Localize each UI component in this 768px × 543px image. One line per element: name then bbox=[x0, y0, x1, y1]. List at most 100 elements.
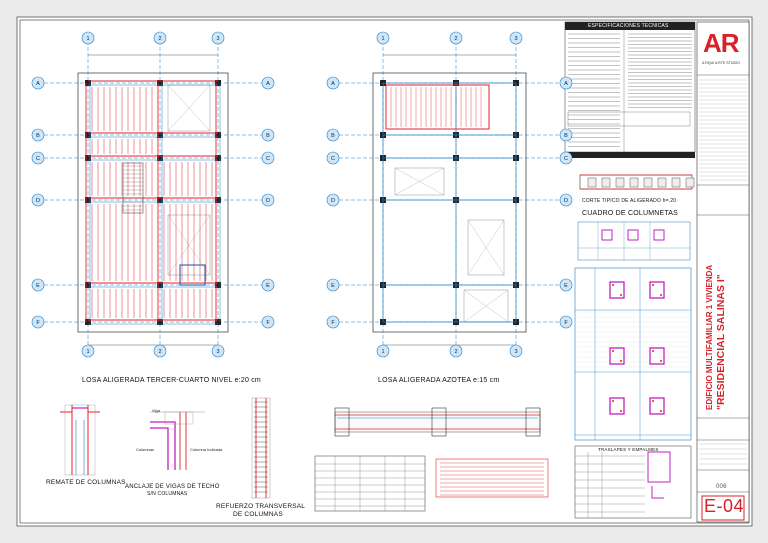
grid-bubble-row-C: C bbox=[31, 151, 45, 165]
svg-text:C: C bbox=[331, 156, 335, 162]
svg-text:A: A bbox=[266, 81, 270, 87]
grid-bubble-row-B: B bbox=[261, 128, 275, 142]
svg-text:E: E bbox=[36, 283, 40, 289]
table-columns bbox=[574, 267, 692, 441]
svg-text:B: B bbox=[331, 133, 335, 139]
label-columnas: Columnas bbox=[136, 447, 155, 452]
detail-remate-columnas bbox=[60, 404, 100, 476]
grid-bubble-row-B: B bbox=[326, 128, 340, 142]
plan-right-title: LOSA ALIGERADA AZOTEA e:15 cm bbox=[378, 377, 500, 384]
detail-refuerzo-transversal bbox=[251, 397, 271, 499]
grid-bubble-row-E: E bbox=[31, 278, 45, 292]
sheet-code: E-04 bbox=[704, 496, 745, 516]
grid-bubble-col-2: 2 bbox=[153, 344, 167, 358]
project-name-line1: EDIFICIO MULTIFAMILIAR 1 VIVIENDA bbox=[705, 264, 714, 410]
svg-text:2: 2 bbox=[158, 349, 161, 355]
grid-bubble-row-E: E bbox=[326, 278, 340, 292]
specs-header: ESPECIFICACIONES TECNICAS bbox=[588, 23, 669, 29]
grid-bubble-row-A: A bbox=[31, 76, 45, 90]
grid-bubble-row-A: A bbox=[326, 76, 340, 90]
table-traslapes bbox=[574, 445, 692, 519]
svg-text:D: D bbox=[331, 198, 335, 204]
svg-text:E: E bbox=[331, 283, 335, 289]
detail-refuerzo-title-1: REFUERZO TRANSVERSAL bbox=[216, 503, 306, 510]
grid-bubble-row-D: D bbox=[261, 193, 275, 207]
svg-text:E: E bbox=[564, 283, 568, 289]
grid-bubble-row-B: B bbox=[31, 128, 45, 142]
grid-bubble-row-A: A bbox=[559, 76, 573, 90]
grid-bubble-col-3: 3 bbox=[211, 344, 225, 358]
svg-text:1: 1 bbox=[381, 349, 384, 355]
title-block bbox=[696, 21, 750, 523]
plan-left-title: LOSA ALIGERADA TERCER-CUARTO NIVEL e:20 … bbox=[82, 377, 261, 384]
detail-anclaje-vigas bbox=[150, 411, 205, 470]
svg-text:A: A bbox=[331, 81, 335, 87]
traslapes-title: TRASLAPES Y EMPALMES bbox=[598, 447, 659, 452]
svg-text:1: 1 bbox=[86, 349, 89, 355]
plan-third-fourth-level bbox=[38, 35, 268, 350]
specs-panel bbox=[564, 21, 696, 158]
grid-bubble-row-F: F bbox=[31, 315, 45, 329]
grid-bubble-row-F: F bbox=[326, 315, 340, 329]
label-columna-indicada: Columna Indicada bbox=[190, 447, 223, 452]
svg-text:3: 3 bbox=[216, 36, 219, 42]
sheet-number: 006 bbox=[716, 484, 727, 490]
detail-viga-longitudinal bbox=[334, 407, 541, 437]
grid-bubble-row-E: E bbox=[261, 278, 275, 292]
detail-remate-title: REMATE DE COLUMNAS bbox=[46, 479, 126, 486]
svg-text:B: B bbox=[266, 133, 270, 139]
columnetas-title: CUADRO DE COLUMNETAS bbox=[582, 210, 679, 217]
svg-text:F: F bbox=[564, 320, 568, 326]
detail-anclaje-title-2: S/N COLUMNAS bbox=[147, 491, 188, 497]
svg-text:C: C bbox=[564, 156, 568, 162]
svg-text:D: D bbox=[266, 198, 270, 204]
grid-bubble-row-B: B bbox=[559, 128, 573, 142]
grid-bubble-col-3: 3 bbox=[509, 31, 523, 45]
svg-text:1: 1 bbox=[381, 36, 384, 42]
grid-bubble-row-D: D bbox=[326, 193, 340, 207]
svg-text:F: F bbox=[331, 320, 335, 326]
svg-text:C: C bbox=[36, 156, 40, 162]
notes-box bbox=[435, 458, 549, 498]
grid-bubble-row-C: C bbox=[326, 151, 340, 165]
svg-text:D: D bbox=[36, 198, 40, 204]
grid-bubble-col-2: 2 bbox=[153, 31, 167, 45]
plan-roof-level bbox=[333, 35, 566, 350]
grid-bubble-row-F: F bbox=[559, 315, 573, 329]
svg-text:2: 2 bbox=[454, 349, 457, 355]
table-ganchos bbox=[314, 455, 426, 512]
detail-corte-tipico bbox=[579, 174, 695, 190]
detail-refuerzo-title-2: DE COLUMNAS bbox=[233, 511, 283, 518]
svg-text:F: F bbox=[36, 320, 40, 326]
grid-bubble-col-3: 3 bbox=[509, 344, 523, 358]
svg-text:3: 3 bbox=[216, 349, 219, 355]
grid-bubble-row-D: D bbox=[31, 193, 45, 207]
detail-anclaje-title-1: ANCLAJE DE VIGAS DE TECHO bbox=[125, 484, 220, 490]
label-viga: Viga bbox=[152, 408, 160, 413]
svg-text:A: A bbox=[564, 81, 568, 87]
svg-text:E: E bbox=[266, 283, 270, 289]
svg-text:B: B bbox=[564, 133, 568, 139]
grid-bubble-col-1: 1 bbox=[81, 31, 95, 45]
table-columnetas bbox=[577, 221, 691, 261]
grid-bubble-col-2: 2 bbox=[449, 31, 463, 45]
svg-text:C: C bbox=[266, 156, 270, 162]
firm-name: A RQUI A RTE STUDIO bbox=[702, 61, 740, 65]
svg-text:2: 2 bbox=[158, 36, 161, 42]
grid-bubble-row-E: E bbox=[559, 278, 573, 292]
grid-bubble-row-A: A bbox=[261, 76, 275, 90]
svg-text:F: F bbox=[266, 320, 270, 326]
grid-bubble-row-D: D bbox=[559, 193, 573, 207]
project-name-line2: "RESIDENCIAL SALINAS I" bbox=[715, 274, 727, 410]
svg-text:1: 1 bbox=[86, 36, 89, 42]
svg-text:D: D bbox=[564, 198, 568, 204]
grid-bubble-col-1: 1 bbox=[376, 344, 390, 358]
grid-bubble-col-2: 2 bbox=[449, 344, 463, 358]
grid-bubble-row-F: F bbox=[261, 315, 275, 329]
svg-text:B: B bbox=[36, 133, 40, 139]
svg-text:A: A bbox=[36, 81, 40, 87]
svg-text:3: 3 bbox=[514, 349, 517, 355]
grid-bubble-col-3: 3 bbox=[211, 31, 225, 45]
